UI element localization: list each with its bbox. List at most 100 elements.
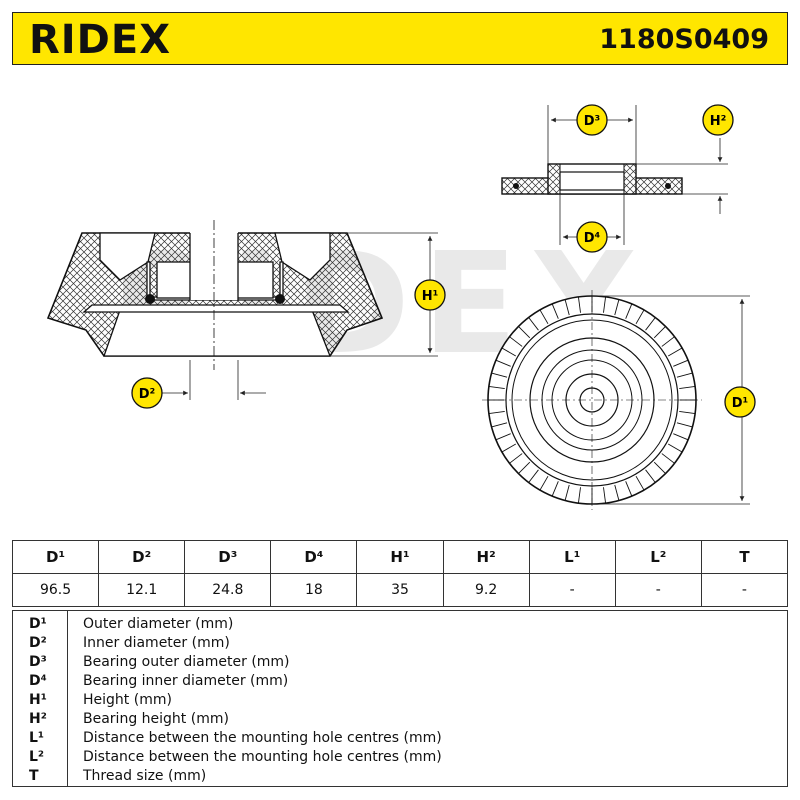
knurl-tooth	[614, 299, 620, 316]
svg-text:H²: H²	[710, 114, 727, 129]
legend-row: T Thread size (mm)	[13, 767, 787, 786]
knurl-tooth	[625, 303, 633, 319]
knurl-tooth	[488, 385, 505, 389]
legend-row: D² Inner diameter (mm)	[13, 634, 787, 653]
d4-badge: D⁴	[576, 221, 608, 253]
spec-header-cell: D⁴	[270, 540, 358, 574]
spec-header-cell: T	[700, 540, 789, 574]
spec-header-cell: D¹	[11, 540, 100, 574]
spec-header-cell: D³	[184, 540, 272, 574]
legend-table: D¹ Outer diameter (mm) D² Inner diameter (m…	[12, 610, 788, 787]
d2-badge: D²	[131, 377, 163, 409]
legend-code: D²	[29, 635, 47, 651]
knurl-tooth	[603, 296, 607, 313]
svg-text:H¹: H¹	[422, 289, 439, 304]
spec-value-cell: 18	[270, 573, 358, 607]
knurl-tooth	[673, 433, 689, 441]
legend-row: H¹ Height (mm)	[13, 691, 787, 710]
spec-header-cell: L²	[614, 540, 702, 574]
knurl-tooth	[509, 336, 523, 347]
legend-code: H¹	[29, 692, 47, 708]
knurl-tooth	[661, 453, 675, 464]
legend-description: Distance between the mounting hole centr…	[83, 730, 442, 746]
svg-text:D²: D²	[139, 387, 156, 402]
knurl-tooth	[528, 317, 539, 331]
legend-code: D¹	[29, 616, 47, 632]
knurl-tooth	[495, 359, 511, 367]
knurl-tooth	[625, 481, 633, 497]
legend-code: L²	[29, 749, 45, 765]
knurl-tooth	[667, 443, 683, 453]
top-view	[482, 290, 702, 510]
legend-code: T	[29, 768, 39, 784]
d1-badge: D¹	[724, 386, 756, 418]
knurl-tooth	[564, 484, 570, 501]
knurl-tooth	[661, 336, 675, 347]
knurl-tooth	[614, 484, 620, 501]
legend-row: H² Bearing height (mm)	[13, 710, 787, 729]
spec-value-cell: 96.5	[11, 573, 100, 607]
bearing-section-view	[501, 163, 683, 195]
knurl-tooth	[491, 372, 508, 378]
knurl-tooth	[501, 347, 517, 357]
legend-description: Thread size (mm)	[83, 768, 207, 784]
spec-header-cell: L¹	[528, 540, 616, 574]
legend-description: Bearing height (mm)	[83, 711, 229, 727]
d3-badge: D³	[576, 104, 608, 136]
h1-badge: H¹	[414, 279, 446, 311]
svg-text:D¹: D¹	[732, 396, 749, 411]
knurl-tooth	[603, 487, 607, 504]
knurl-tooth	[495, 433, 511, 441]
knurl-tooth	[676, 422, 693, 428]
knurl-tooth	[551, 481, 559, 497]
legend-row: D¹ Outer diameter (mm)	[13, 615, 787, 634]
legend-description: Height (mm)	[83, 692, 172, 708]
knurl-tooth	[676, 372, 693, 378]
knurl-tooth	[564, 299, 570, 316]
h2-dimension	[636, 138, 728, 214]
spec-value-cell: 35	[356, 573, 444, 607]
technical-drawing: RIDEX H¹	[46, 104, 756, 510]
knurl-tooth	[539, 475, 549, 491]
legend-code: H²	[29, 711, 47, 727]
spec-header-cell: H²	[442, 540, 530, 574]
d2-dimension	[162, 360, 266, 400]
knurl-tooth	[577, 296, 581, 313]
knurl-tooth	[645, 469, 656, 483]
knurl-tooth	[491, 422, 508, 428]
legend-description: Bearing inner diameter (mm)	[83, 673, 289, 689]
knurl-tooth	[577, 487, 581, 504]
legend-row: L² Distance between the mounting hole cen…	[13, 748, 787, 767]
legend-divider	[67, 611, 68, 786]
side-section-view	[46, 220, 384, 370]
part-number: 1180S0409	[599, 24, 769, 55]
spec-value-cell: 12.1	[98, 573, 186, 607]
legend-description: Inner diameter (mm)	[83, 635, 230, 651]
knurl-tooth	[528, 469, 539, 483]
h2-badge: H²	[702, 104, 734, 136]
spec-value-cell: -	[614, 573, 702, 607]
legend-description: Outer diameter (mm)	[83, 616, 234, 632]
knurl-tooth	[653, 461, 666, 474]
spec-value-cell: -	[528, 573, 616, 607]
brand-logo: RIDEX	[29, 17, 172, 63]
knurl-tooth	[501, 443, 517, 453]
knurl-tooth	[679, 385, 696, 389]
knurl-tooth	[518, 326, 531, 339]
svg-text:D⁴: D⁴	[584, 231, 601, 246]
knurl-tooth	[635, 475, 645, 491]
knurl-tooth	[635, 309, 645, 325]
spec-value-cell: 9.2	[442, 573, 530, 607]
spec-header-cell: H¹	[356, 540, 444, 574]
knurl-tooth	[679, 411, 696, 415]
knurl-tooth	[509, 453, 523, 464]
legend-description: Distance between the mounting hole centr…	[83, 749, 442, 765]
header-bar: RIDEX 1180S0409	[12, 12, 788, 65]
svg-text:D³: D³	[584, 114, 601, 129]
knurl-tooth	[539, 309, 549, 325]
